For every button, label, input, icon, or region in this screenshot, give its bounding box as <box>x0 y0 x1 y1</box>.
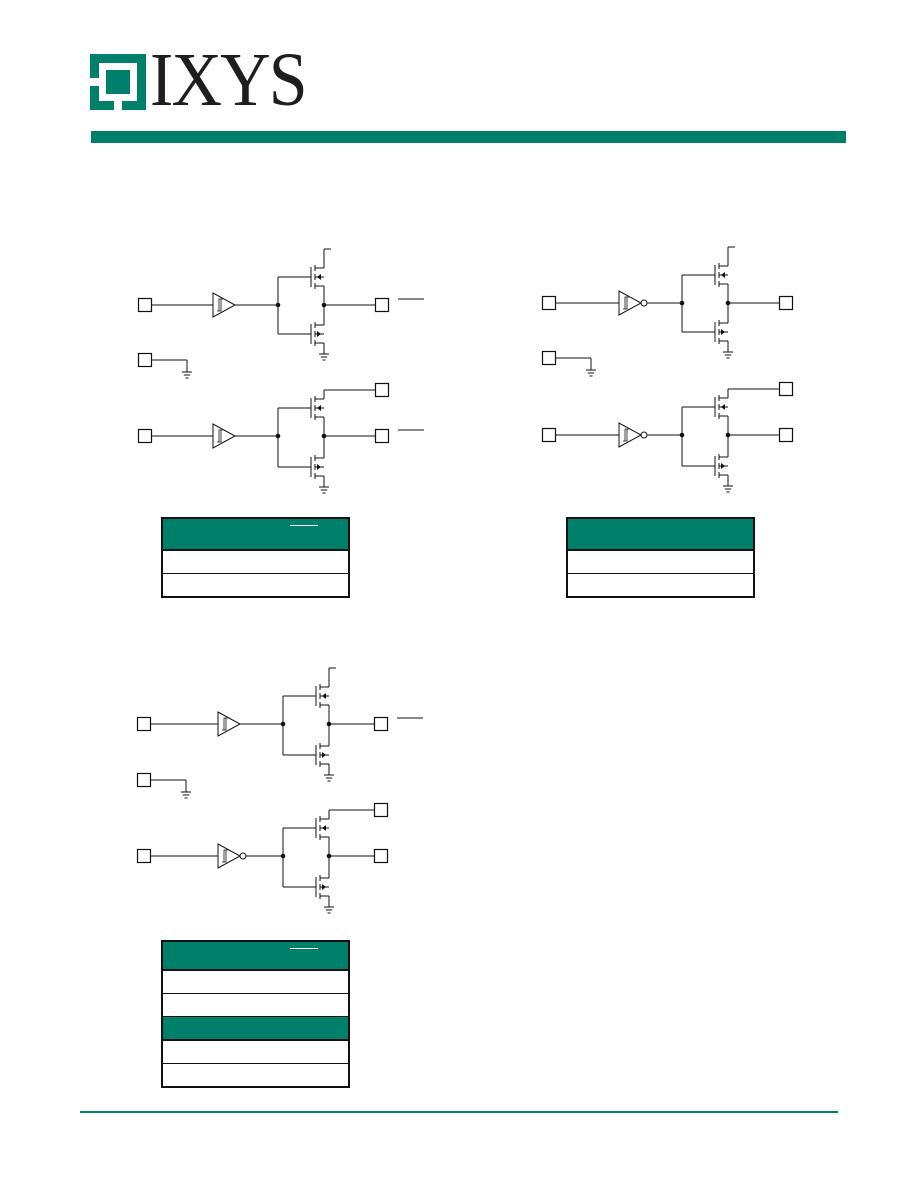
header-bar <box>91 131 846 143</box>
mosfet-arrow-icon <box>721 404 725 410</box>
schmitt-hysteresis-icon <box>217 429 223 443</box>
schmitt-hysteresis-icon <box>222 849 228 863</box>
mosfet-arrow-icon <box>317 464 321 470</box>
mosfet-arrow-icon <box>317 405 321 411</box>
schmitt-hysteresis-icon <box>222 717 228 731</box>
mosfet-arrow-icon <box>317 274 321 280</box>
schmitt-buffer-icon <box>212 423 237 449</box>
pin-pad <box>136 716 152 732</box>
inverting-schmitt-buffer-icon <box>618 290 643 316</box>
footer-rule <box>80 1111 838 1113</box>
pin-pad <box>374 382 390 398</box>
truth-table-row <box>163 550 348 573</box>
inverter-bubble-icon <box>640 299 648 307</box>
pin-pad <box>136 848 152 864</box>
pin-pad <box>541 350 557 366</box>
pin-pad <box>137 297 153 313</box>
ixys-logo: IXYS <box>90 42 340 118</box>
truth-table-lower-left <box>161 940 350 1088</box>
schmitt-buffer-icon <box>217 711 242 737</box>
truth-table-row <box>163 1040 348 1063</box>
mosfet-arrow-icon <box>322 825 326 831</box>
ixys-logo-wordmark: IXYS <box>150 38 308 122</box>
pin-pad <box>778 381 794 397</box>
pin-pad <box>137 352 153 368</box>
pin-pad <box>778 295 794 311</box>
pin-pad <box>373 716 389 732</box>
schmitt-hysteresis-icon <box>623 428 629 442</box>
truth-table-row <box>163 993 348 1016</box>
truth-table-row <box>568 573 753 596</box>
pin-pad <box>373 848 389 864</box>
truth-table-upper-left <box>161 517 350 598</box>
schmitt-hysteresis-icon <box>623 296 629 310</box>
pin-pad <box>373 802 389 818</box>
truth-table-header <box>163 519 348 550</box>
truth-table-header <box>163 942 348 970</box>
mosfet-arrow-icon <box>721 272 725 278</box>
truth-table-header <box>568 519 753 550</box>
inverter-bubble-icon <box>239 852 247 860</box>
pin-pad <box>136 772 152 788</box>
truth-table-row <box>163 970 348 993</box>
mosfet-arrow-icon <box>322 693 326 699</box>
truth-table-row <box>568 550 753 573</box>
schmitt-buffer-icon <box>212 292 237 318</box>
header-overbar <box>290 525 318 526</box>
mosfet-arrow-icon <box>322 884 326 890</box>
schmitt-hysteresis-icon <box>217 298 223 312</box>
header-overbar <box>290 948 318 949</box>
pin-pad <box>541 295 557 311</box>
pin-pad <box>374 297 390 313</box>
truth-table-row <box>163 573 348 596</box>
inverting-schmitt-buffer-icon <box>217 843 242 869</box>
truth-table-upper-right <box>566 517 755 598</box>
truth-table-row <box>163 1063 348 1086</box>
inverting-schmitt-buffer-icon <box>618 422 643 448</box>
pin-pad <box>778 427 794 443</box>
ixys-logo-mark <box>90 54 146 110</box>
truth-table-subheader <box>163 1016 348 1040</box>
pin-pad <box>374 428 390 444</box>
mosfet-arrow-icon <box>317 331 321 337</box>
mosfet-arrow-icon <box>322 752 326 758</box>
pin-pad <box>137 428 153 444</box>
pin-pad <box>541 427 557 443</box>
inverter-bubble-icon <box>640 431 648 439</box>
mosfet-arrow-icon <box>721 463 725 469</box>
mosfet-arrow-icon <box>721 329 725 335</box>
